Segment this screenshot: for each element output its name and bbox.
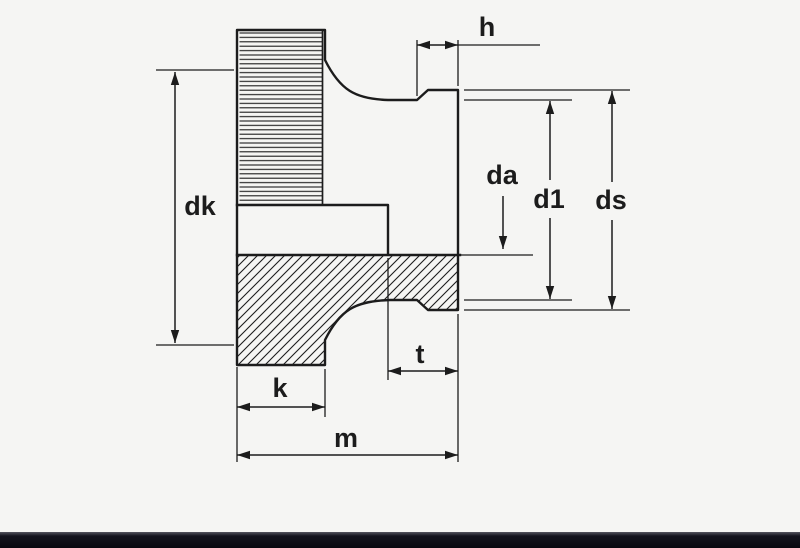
- footer-photo-edge: [0, 532, 800, 548]
- dimension-da: da: [486, 160, 519, 249]
- d1-label: d1: [533, 184, 565, 214]
- dimension-h: h: [417, 12, 540, 50]
- ds-label: ds: [595, 185, 627, 215]
- dimension-k: k: [237, 373, 325, 412]
- t-label: t: [416, 339, 425, 369]
- m-label: m: [334, 423, 358, 453]
- da-label: da: [486, 160, 518, 190]
- h-label: h: [479, 12, 496, 42]
- dimension-d1: d1: [533, 101, 565, 299]
- k-label: k: [272, 373, 288, 403]
- dk-label: dk: [184, 191, 216, 221]
- dimension-t: t: [388, 339, 458, 376]
- extension-lines: [156, 40, 630, 462]
- dimension-m: m: [237, 423, 458, 460]
- dimension-dk: dk: [170, 72, 217, 343]
- knurl-texture: [239, 31, 323, 204]
- nut-outline: [235, 28, 460, 367]
- bore-edges: [235, 203, 462, 257]
- dimension-ds: ds: [595, 91, 627, 309]
